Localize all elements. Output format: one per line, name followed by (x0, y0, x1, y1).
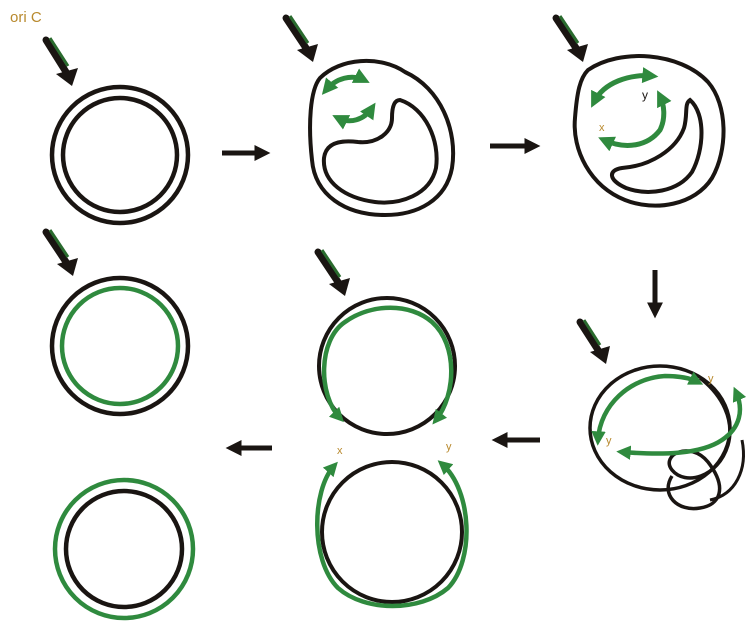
origin-marker-arrow (318, 250, 350, 296)
new-strand (55, 480, 193, 618)
origin-marker-arrow (286, 16, 318, 62)
daughter-circle-2 (55, 480, 193, 618)
new-strand-arrow (326, 77, 364, 90)
supercoiled-replication: y y (580, 320, 743, 509)
bidirectional-fork: x y (556, 16, 724, 206)
upper-daughter-new-strand (324, 308, 451, 420)
origin-marker-arrow (556, 16, 588, 62)
inner-parental-strand (63, 98, 177, 212)
origin-marker-arrow (46, 230, 78, 276)
new-strand-arrow (604, 96, 664, 145)
fork-label-y: y (446, 441, 452, 453)
origin-marker-arrow (46, 38, 78, 86)
initiation-bubble (286, 16, 453, 215)
fork-label-x: x (337, 445, 343, 457)
parental-strand (66, 491, 182, 607)
origin-marker-arrow (580, 320, 610, 364)
new-strand (62, 288, 178, 404)
new-strand-arrow (338, 108, 372, 121)
inner-parental-strand (324, 100, 437, 203)
daughter-circle-1 (46, 230, 188, 414)
outer-parental-strand (52, 87, 188, 223)
parental-strand (52, 278, 188, 414)
new-strand-arrow (598, 376, 698, 440)
origin-label: ori C (10, 9, 42, 26)
fork-label-y: y (606, 435, 612, 447)
catenated-daughters: x y (317, 250, 466, 606)
fork-label-y: y (708, 373, 714, 385)
upper-daughter-parental (319, 298, 455, 434)
parental-circle (46, 38, 188, 223)
lower-daughter-parental (322, 462, 462, 602)
fork-label-y: y (642, 88, 648, 102)
fork-label-x: x (599, 122, 605, 134)
